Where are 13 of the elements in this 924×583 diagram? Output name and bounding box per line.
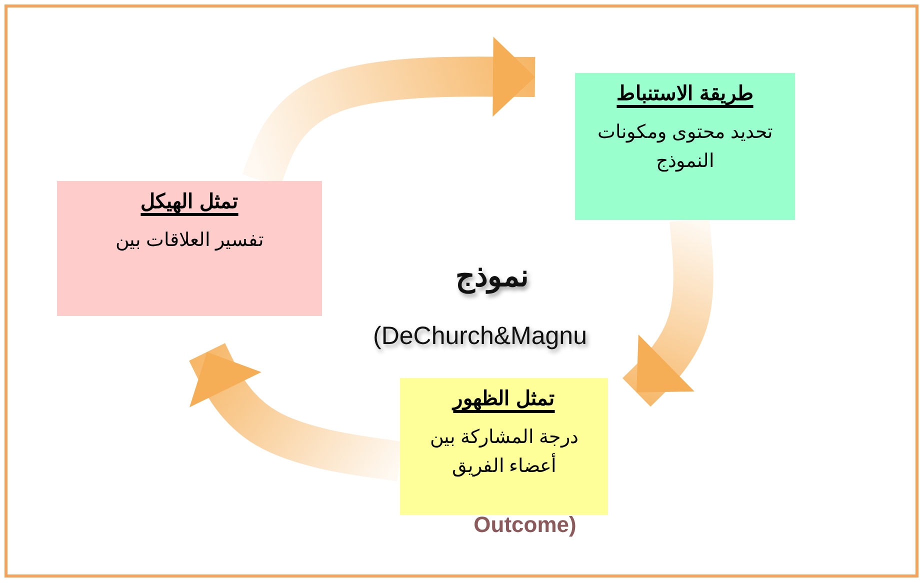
- text-card: [575, 73, 795, 220]
- card-heading: تمثل الهيكل: [140, 190, 238, 214]
- text-card: [400, 378, 608, 515]
- card-heading: طريقة الاستنباط: [616, 82, 754, 106]
- card-body: درجة المشاركة بين أعضاء الفريق: [429, 426, 579, 480]
- card-body: تحديد محتوى ومكونات النموذج: [596, 121, 774, 174]
- faded-label: Outcome): [474, 512, 576, 538]
- card-body: تفسير العلاقات بين: [114, 229, 264, 253]
- text-card: [57, 181, 322, 316]
- center-title: نموذج: [456, 259, 528, 294]
- curved-arrow: [622, 218, 714, 407]
- card-heading: تمثل الظهور: [453, 387, 555, 411]
- center-subtitle: (DeChurch&Magnu: [373, 322, 587, 351]
